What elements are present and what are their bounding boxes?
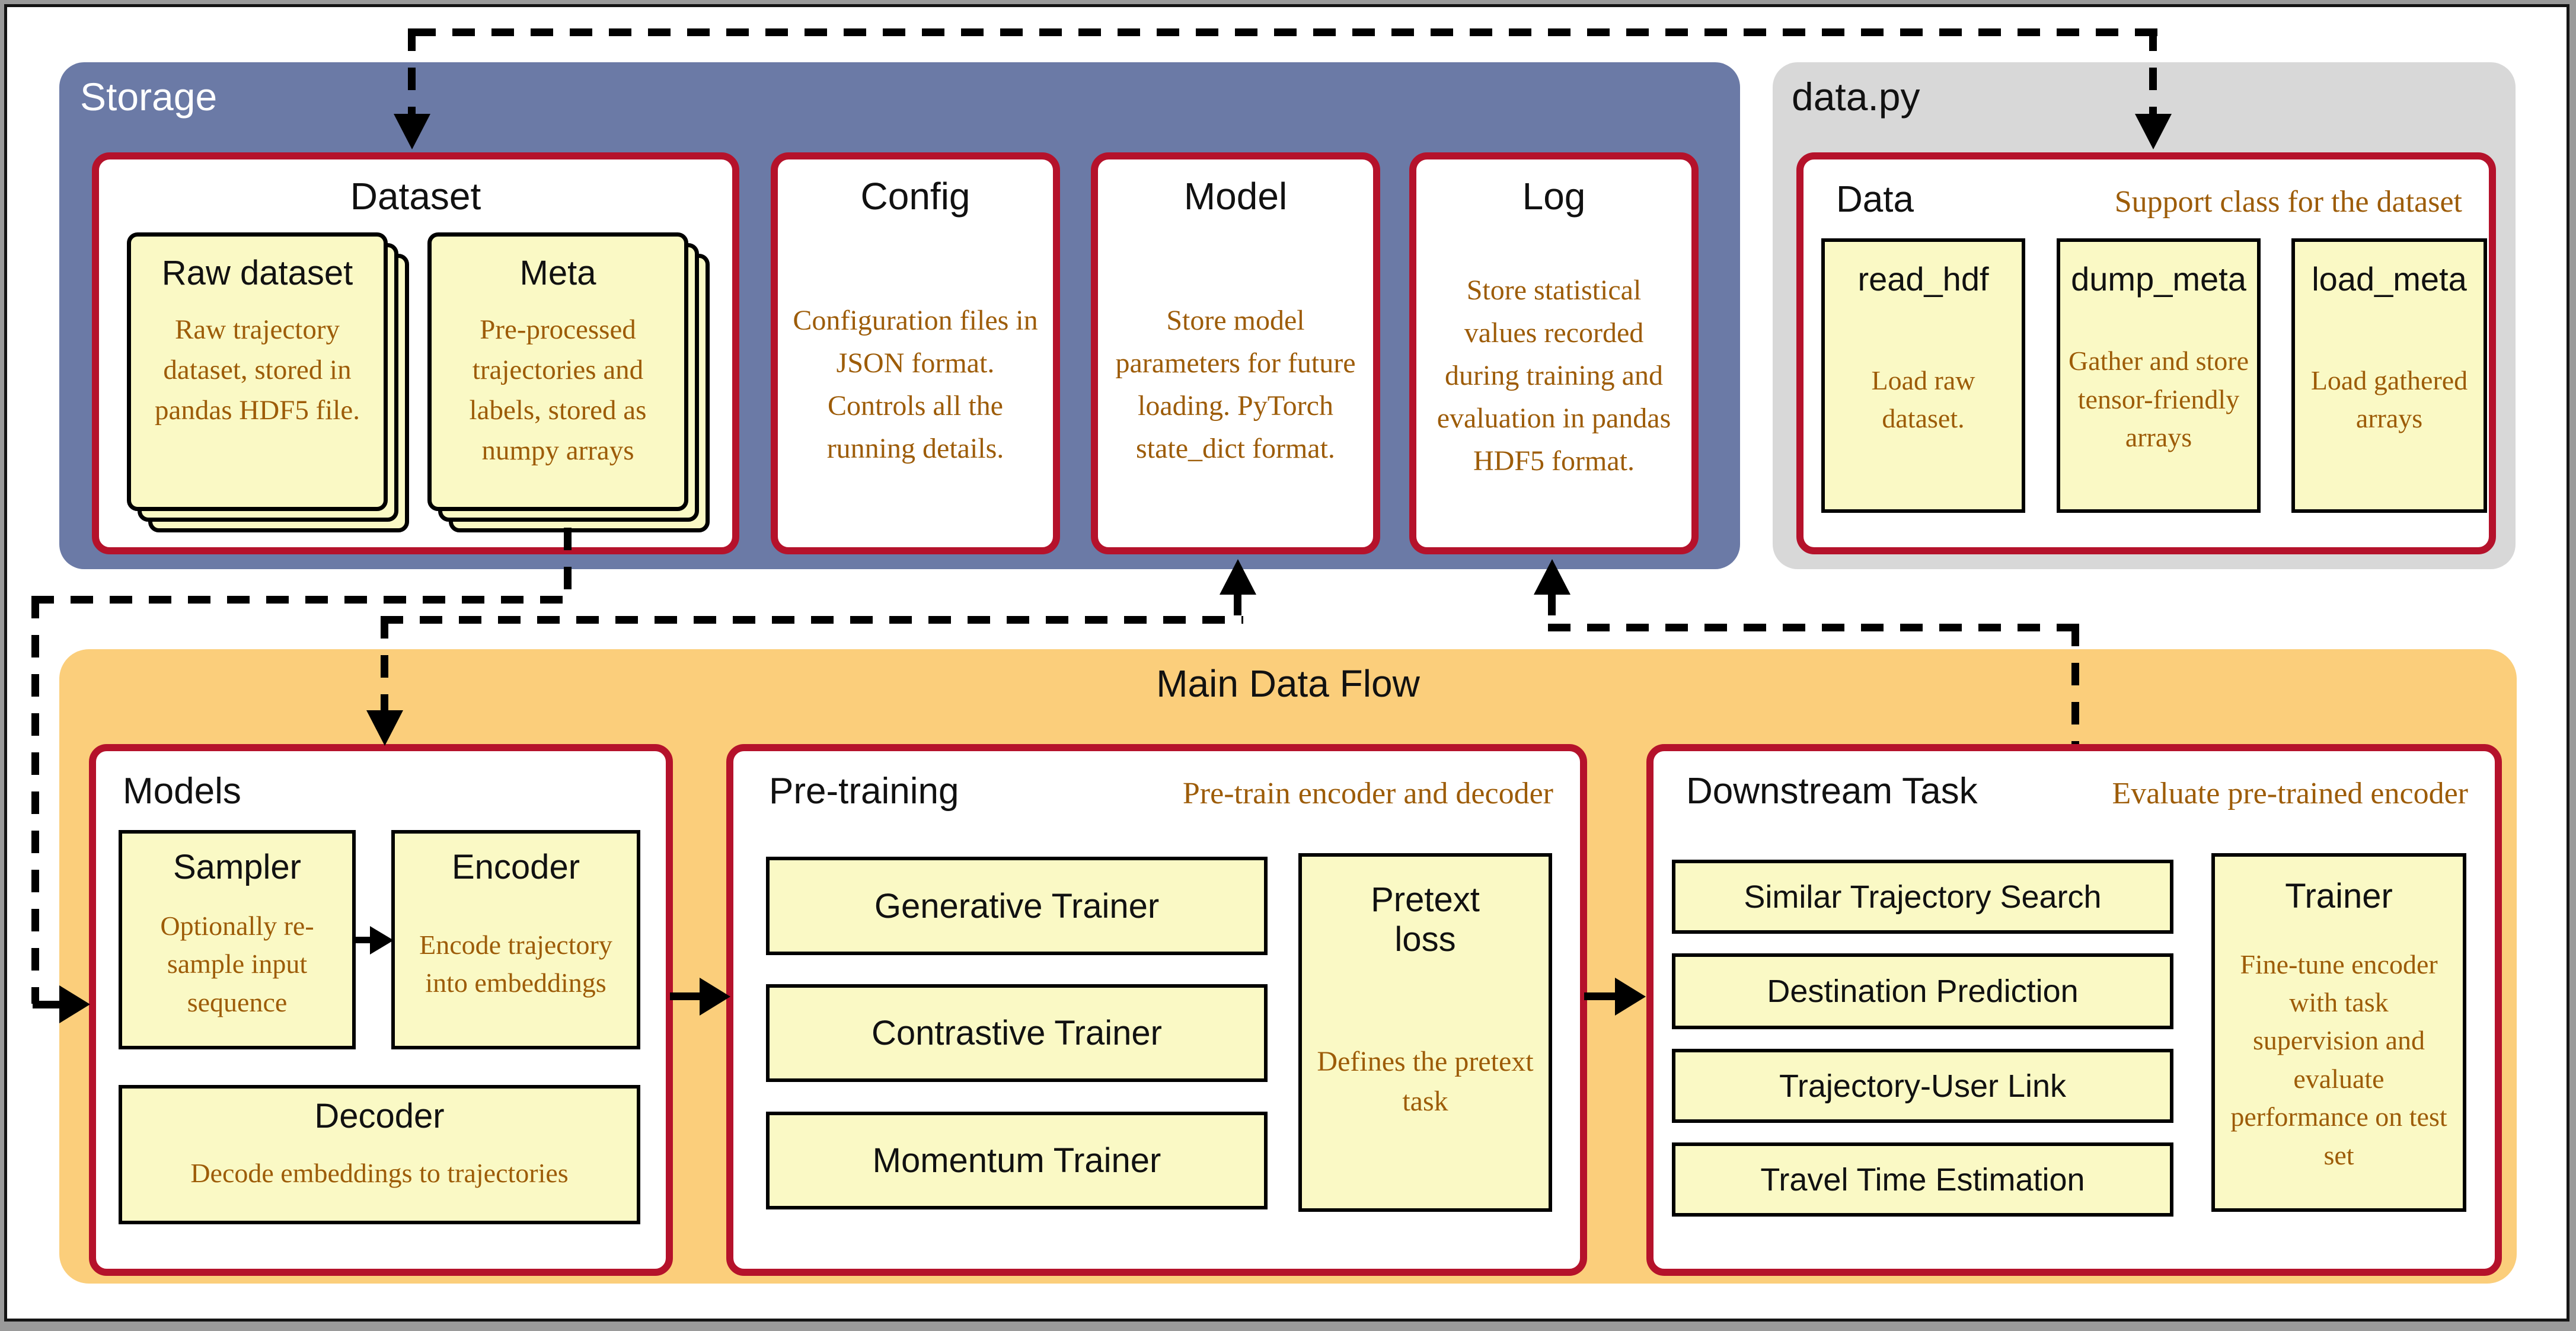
dashed-line-meta-horizontal	[31, 596, 572, 604]
dataset-title: Dataset	[350, 175, 481, 218]
downstream-trainer-box: Trainer Fine-tune encoder with task supe…	[2211, 853, 2466, 1212]
dashed-line-from-downstream	[2071, 624, 2079, 744]
pretext-loss-description: Defines the pretext task	[1317, 1046, 1534, 1118]
read-hdf-box: read_hdf Load raw dataset.	[1821, 238, 2025, 513]
dashed-line-down-to-models	[381, 616, 388, 714]
decoder-description: Decode embeddings to trajectories	[190, 1157, 569, 1188]
trajectory-user-link-box: Trajectory-User Link	[1672, 1049, 2173, 1123]
sampler-description: Optionally re-sample input sequence	[160, 910, 314, 1017]
dashed-line-up-to-log	[1548, 593, 1556, 627]
dashed-line-to-data	[2149, 28, 2157, 116]
downstream-task-box: Downstream Task Evaluate pre-trained enc…	[1646, 744, 2502, 1276]
generative-trainer-box: Generative Trainer	[766, 857, 1268, 955]
dump-meta-box: dump_meta Gather and store tensor-friend…	[2057, 238, 2261, 513]
read-hdf-description: Load raw dataset.	[1871, 365, 1975, 433]
travel-time-estimation-box: Travel Time Estimation	[1672, 1142, 2173, 1217]
top-dashed-line	[413, 28, 2160, 36]
downstream-trainer-description: Fine-tune encoder with task supervision …	[2230, 949, 2447, 1170]
load-meta-description: Load gathered arrays	[2310, 365, 2468, 433]
encoder-title: Encoder	[451, 848, 580, 886]
load-meta-box: load_meta Load gathered arrays	[2291, 238, 2487, 513]
encoder-box: Encoder Encode trajectory into embedding…	[391, 830, 640, 1049]
momentum-trainer-box: Momentum Trainer	[766, 1112, 1268, 1209]
encoder-description: Encode trajectory into embeddings	[419, 929, 612, 998]
model-description: Store model parameters for future loadin…	[1115, 304, 1356, 464]
contrastive-trainer-box: Contrastive Trainer	[766, 984, 1268, 1082]
similar-trajectory-search-box: Similar Trajectory Search	[1672, 860, 2173, 934]
decoder-title: Decoder	[314, 1097, 445, 1135]
sampler-box: Sampler Optionally re-sample input seque…	[119, 830, 356, 1049]
dashed-line-from-meta	[564, 528, 572, 599]
arrowhead-into-data	[2135, 114, 2172, 149]
dump-meta-description: Gather and store tensor-friendly arrays	[2069, 346, 2249, 453]
decoder-box: Decoder Decode embeddings to trajectorie…	[119, 1085, 640, 1224]
raw-dataset-description: Raw trajectory dataset, stored in pandas…	[155, 314, 360, 426]
arrowhead-models-to-pretraining	[700, 978, 730, 1016]
dashed-line-up-to-model	[1234, 593, 1241, 624]
arrowhead-sampler-to-encoder	[370, 926, 394, 955]
pretraining-annotation: Pre-train encoder and decoder	[1182, 777, 1553, 810]
arrowhead-into-models	[59, 985, 90, 1023]
arrowhead-into-log	[1534, 559, 1571, 595]
downstream-task-title: Downstream Task	[1686, 771, 1978, 812]
datapy-section-title: data.py	[1792, 75, 1920, 119]
destination-prediction-box: Destination Prediction	[1672, 953, 2173, 1029]
data-annotation: Support class for the dataset	[2114, 185, 2462, 219]
line-models-to-pretraining	[670, 992, 703, 1000]
arrowhead-into-models-top	[366, 710, 403, 746]
load-meta-title: load_meta	[2312, 260, 2467, 298]
dump-meta-title: dump_meta	[2071, 260, 2246, 298]
model-box: Model Store model parameters for future …	[1091, 152, 1380, 554]
line-sampler-to-encoder	[355, 937, 374, 943]
data-title: Data	[1836, 179, 1914, 220]
downstream-trainer-title: Trainer	[2285, 877, 2393, 915]
dashed-line-log-horizontal	[1548, 624, 2079, 631]
line-pretraining-to-downstream	[1584, 992, 1617, 1000]
meta-description: Pre-processed trajectories and labels, s…	[469, 314, 647, 467]
arrowhead-into-dataset	[394, 114, 430, 149]
pretext-loss-title: Pretext loss	[1371, 880, 1480, 959]
pretext-loss-box: Pretext loss Defines the pretext task	[1298, 853, 1552, 1212]
meta-title: Meta	[519, 254, 596, 292]
config-description: Configuration files in JSON format. Cont…	[793, 304, 1038, 464]
sampler-title: Sampler	[173, 848, 301, 886]
raw-dataset-title: Raw dataset	[161, 254, 353, 292]
arrowhead-into-model	[1220, 559, 1256, 595]
models-box: Models Sampler Optionally re-sample inpu…	[89, 744, 673, 1276]
storage-section-title: Storage	[80, 75, 218, 119]
dashed-line-to-dataset	[408, 28, 416, 116]
arrowhead-pretraining-to-downstream	[1615, 978, 1646, 1016]
read-hdf-title: read_hdf	[1857, 260, 1989, 298]
config-box: Config Configuration files in JSON forma…	[771, 152, 1060, 554]
pretraining-box: Pre-training Pre-train encoder and decod…	[726, 744, 1587, 1276]
config-title: Config	[860, 175, 971, 218]
dashed-line-left-edge	[31, 596, 39, 1004]
log-title: Log	[1522, 175, 1586, 218]
line-into-models	[33, 1001, 63, 1008]
models-title: Models	[123, 771, 241, 812]
pretraining-title: Pre-training	[769, 771, 959, 812]
log-description: Store statistical values recorded during…	[1437, 274, 1671, 477]
raw-dataset-card: Raw dataset Raw trajectory dataset, stor…	[127, 232, 388, 511]
main-data-flow-title: Main Data Flow	[1156, 662, 1420, 705]
dataset-box: Dataset Raw dataset Raw trajectory datas…	[92, 152, 739, 554]
meta-card: Meta Pre-processed trajectories and labe…	[427, 232, 688, 511]
log-box: Log Store statistical values recorded du…	[1409, 152, 1699, 554]
downstream-task-annotation: Evaluate pre-trained encoder	[2112, 777, 2468, 810]
data-box: Data Support class for the dataset read_…	[1796, 152, 2496, 554]
model-title: Model	[1183, 175, 1288, 218]
dashed-line-model-models	[381, 616, 1243, 624]
